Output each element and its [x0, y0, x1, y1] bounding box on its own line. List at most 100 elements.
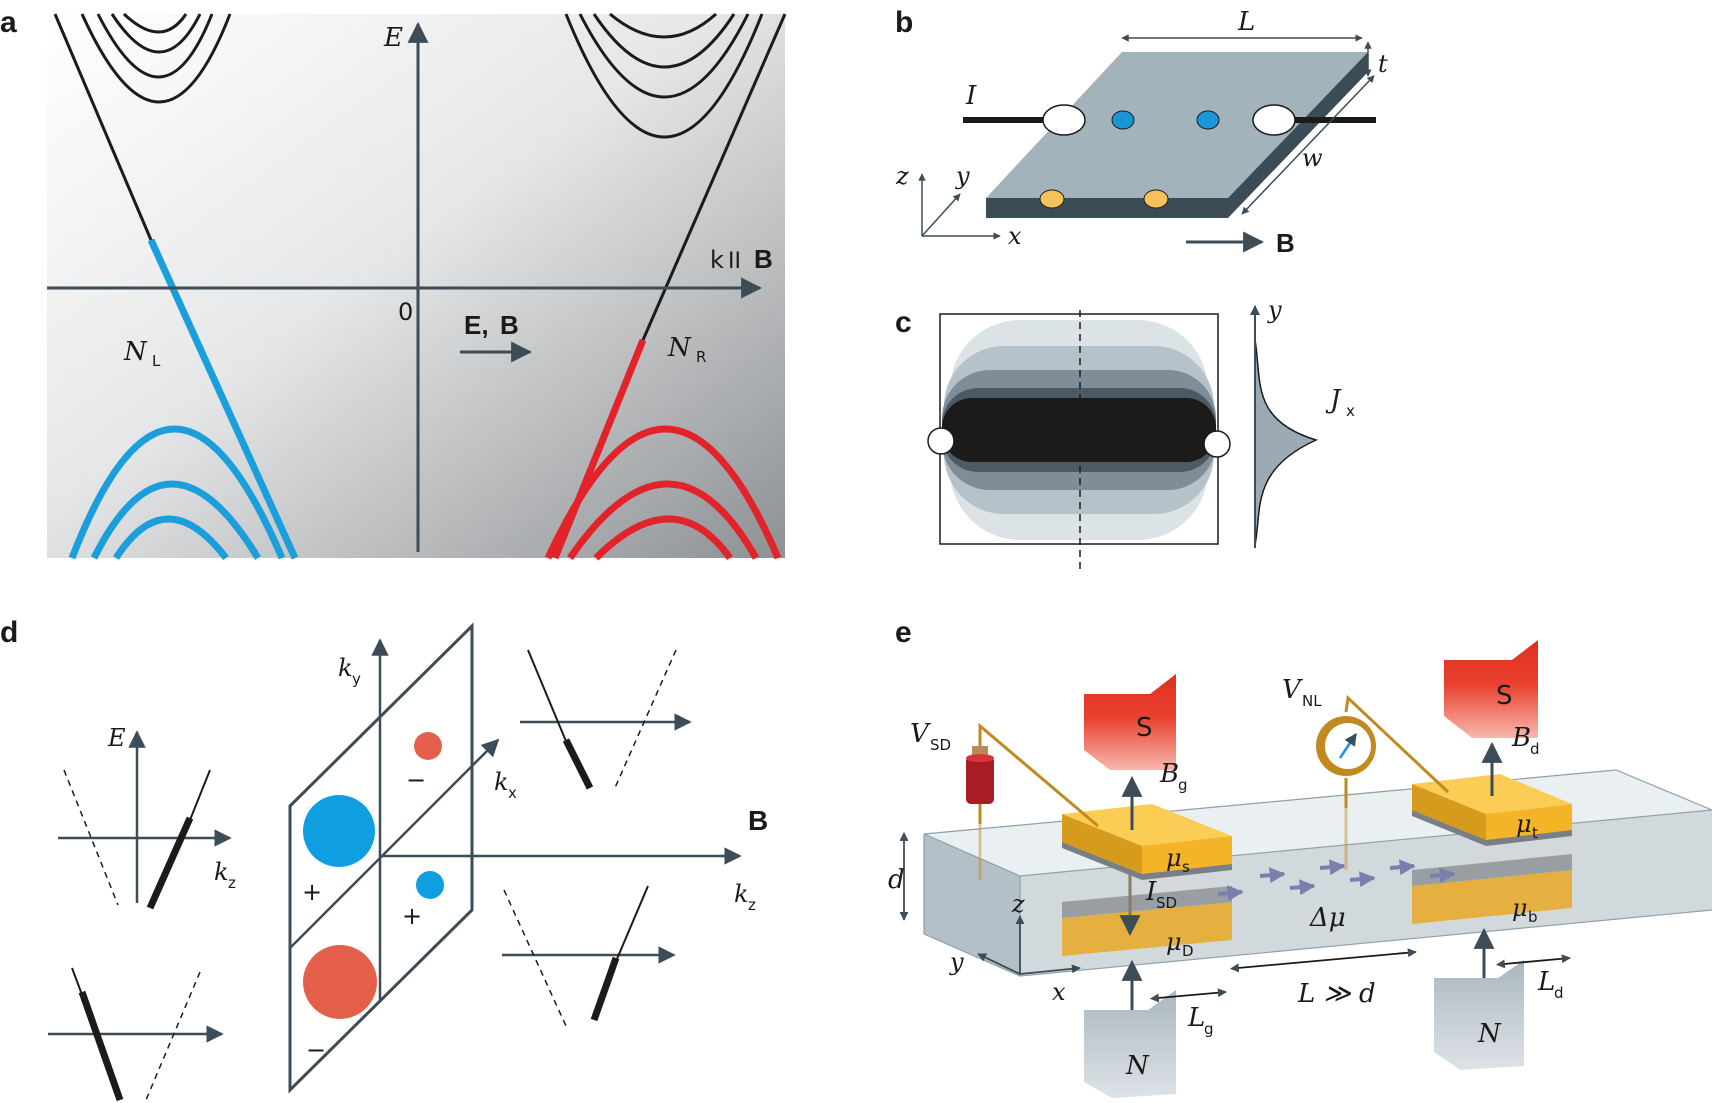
svg-text:x: x: [1346, 402, 1355, 420]
source-right: [1444, 640, 1538, 738]
width-dimension-g: [1149, 988, 1227, 1003]
node-label-left: N L: [123, 337, 161, 370]
label-l-d: L d: [1537, 967, 1564, 1002]
svg-text:II: II: [728, 249, 741, 274]
svg-text:B: B: [754, 244, 773, 274]
svg-text:B: B: [500, 310, 519, 340]
sign-plus-large: +: [302, 878, 322, 906]
x-axis-label: x: [1008, 222, 1022, 250]
nl-circuit-wire: [1344, 694, 1450, 808]
contact-yellow-2: [1143, 189, 1169, 209]
lower-bands-right: [544, 425, 782, 561]
svg-text:d: d: [1530, 740, 1540, 758]
svg-text:V: V: [910, 719, 931, 749]
contact-white-right: [1252, 104, 1296, 136]
profile-axis-label: y: [1267, 296, 1282, 324]
svg-text:x: x: [508, 784, 517, 802]
right-chiral-line-black: [641, 13, 787, 341]
contact-left: [927, 427, 955, 455]
svg-text:B: B: [1511, 723, 1531, 753]
label-b-d: B d: [1511, 723, 1540, 758]
source-left-label: S: [1136, 713, 1153, 743]
valley-diffusion-arrows: [1217, 859, 1456, 902]
sign-minus-small: −: [406, 766, 426, 794]
svg-text:g: g: [1204, 1020, 1214, 1038]
current-profile: [1254, 339, 1319, 546]
label-thickness-d: d: [888, 865, 905, 895]
svg-text:E: E: [107, 724, 126, 752]
label-delta-mu: Δμ: [1309, 903, 1346, 933]
label-axis-y-e: y: [949, 948, 964, 976]
panel-label-c: c: [895, 306, 912, 339]
weyl-node-plus-large: [303, 795, 375, 867]
upper-bands-left: [80, 12, 232, 104]
node-label-right: N R: [667, 333, 706, 366]
left-chiral-line-black: [53, 13, 153, 241]
contact-blue-2: [1196, 110, 1220, 130]
panel-label-a: a: [0, 6, 17, 39]
svg-text:y: y: [352, 670, 361, 688]
panel-c: c y J x: [895, 296, 1355, 570]
separation-dimension: [1229, 948, 1417, 973]
dispersion-plot-bottom-left: [48, 967, 224, 1102]
svg-text:L: L: [152, 352, 161, 370]
width-dimension: [1241, 75, 1375, 215]
label-l-g: L g: [1187, 1003, 1214, 1038]
label-axis-z-e: z: [1011, 890, 1025, 918]
contact-right: [1203, 430, 1231, 458]
svg-text:R: R: [696, 348, 706, 366]
svg-text:SD: SD: [930, 736, 951, 754]
svg-text:k: k: [494, 768, 509, 796]
svg-text:L: L: [1187, 1003, 1205, 1033]
svg-text:k: k: [734, 880, 749, 908]
svg-text:d: d: [1554, 984, 1564, 1002]
voltmeter-nl: [1316, 716, 1376, 776]
svg-text:D: D: [1182, 942, 1194, 960]
source-right-label: S: [1496, 681, 1513, 711]
y-axis-label: y: [955, 162, 970, 190]
origin-label: 0: [398, 298, 413, 326]
label-b-g: B g: [1159, 759, 1188, 794]
slab-front: [986, 198, 1228, 218]
svg-text:z: z: [228, 874, 236, 892]
x-axis-e: [1019, 964, 1081, 975]
drain-left-label: N: [1125, 1051, 1150, 1081]
electrode-top-left: [1062, 804, 1232, 880]
field-label: B: [1276, 228, 1295, 258]
electrode-bottom-left: [1062, 886, 1232, 956]
svg-text:L: L: [1537, 967, 1555, 997]
width-label: w: [1302, 144, 1323, 172]
label-v-nl: V NL: [1282, 675, 1322, 710]
svg-text:E,: E,: [464, 310, 489, 340]
panel-e: e: [888, 616, 1712, 1098]
y-axis: [921, 193, 961, 237]
panel-label-e: e: [895, 616, 912, 649]
dispersion-plot-top-left: E k z: [58, 724, 236, 910]
upper-bands-right: [564, 12, 764, 139]
label-mu-D: μ D: [1166, 928, 1194, 960]
label-axis-x-e: x: [1052, 978, 1066, 1006]
contact-yellow-1: [1039, 189, 1065, 209]
drain-left: [1084, 990, 1176, 1098]
current-label: I: [965, 81, 977, 111]
svg-text:k: k: [710, 246, 724, 274]
dispersion-plot-bottom-right: [502, 885, 676, 1027]
svg-text:g: g: [1178, 776, 1188, 794]
dispersion-plot-top-right: [520, 649, 692, 791]
svg-text:μ: μ: [1516, 810, 1532, 838]
svg-text:V: V: [1282, 675, 1303, 705]
y-axis-e: [977, 953, 1021, 975]
svg-text:b: b: [1528, 908, 1538, 926]
panel-b: b L t w I x z y B: [895, 6, 1388, 258]
svg-text:B: B: [1159, 759, 1179, 789]
field-direction: E, B: [460, 310, 533, 363]
svg-text:J: J: [1325, 385, 1342, 415]
weyl-node-minus-small: [414, 732, 442, 760]
label-i-sd: I SD: [1145, 877, 1177, 912]
svg-text:I: I: [1145, 877, 1157, 907]
label-v-sd: V SD: [910, 719, 951, 754]
svg-text:z: z: [748, 896, 756, 914]
svg-text:s: s: [1182, 858, 1190, 876]
svg-text:μ: μ: [1512, 894, 1528, 922]
label-mu-s: μ s: [1166, 844, 1190, 876]
